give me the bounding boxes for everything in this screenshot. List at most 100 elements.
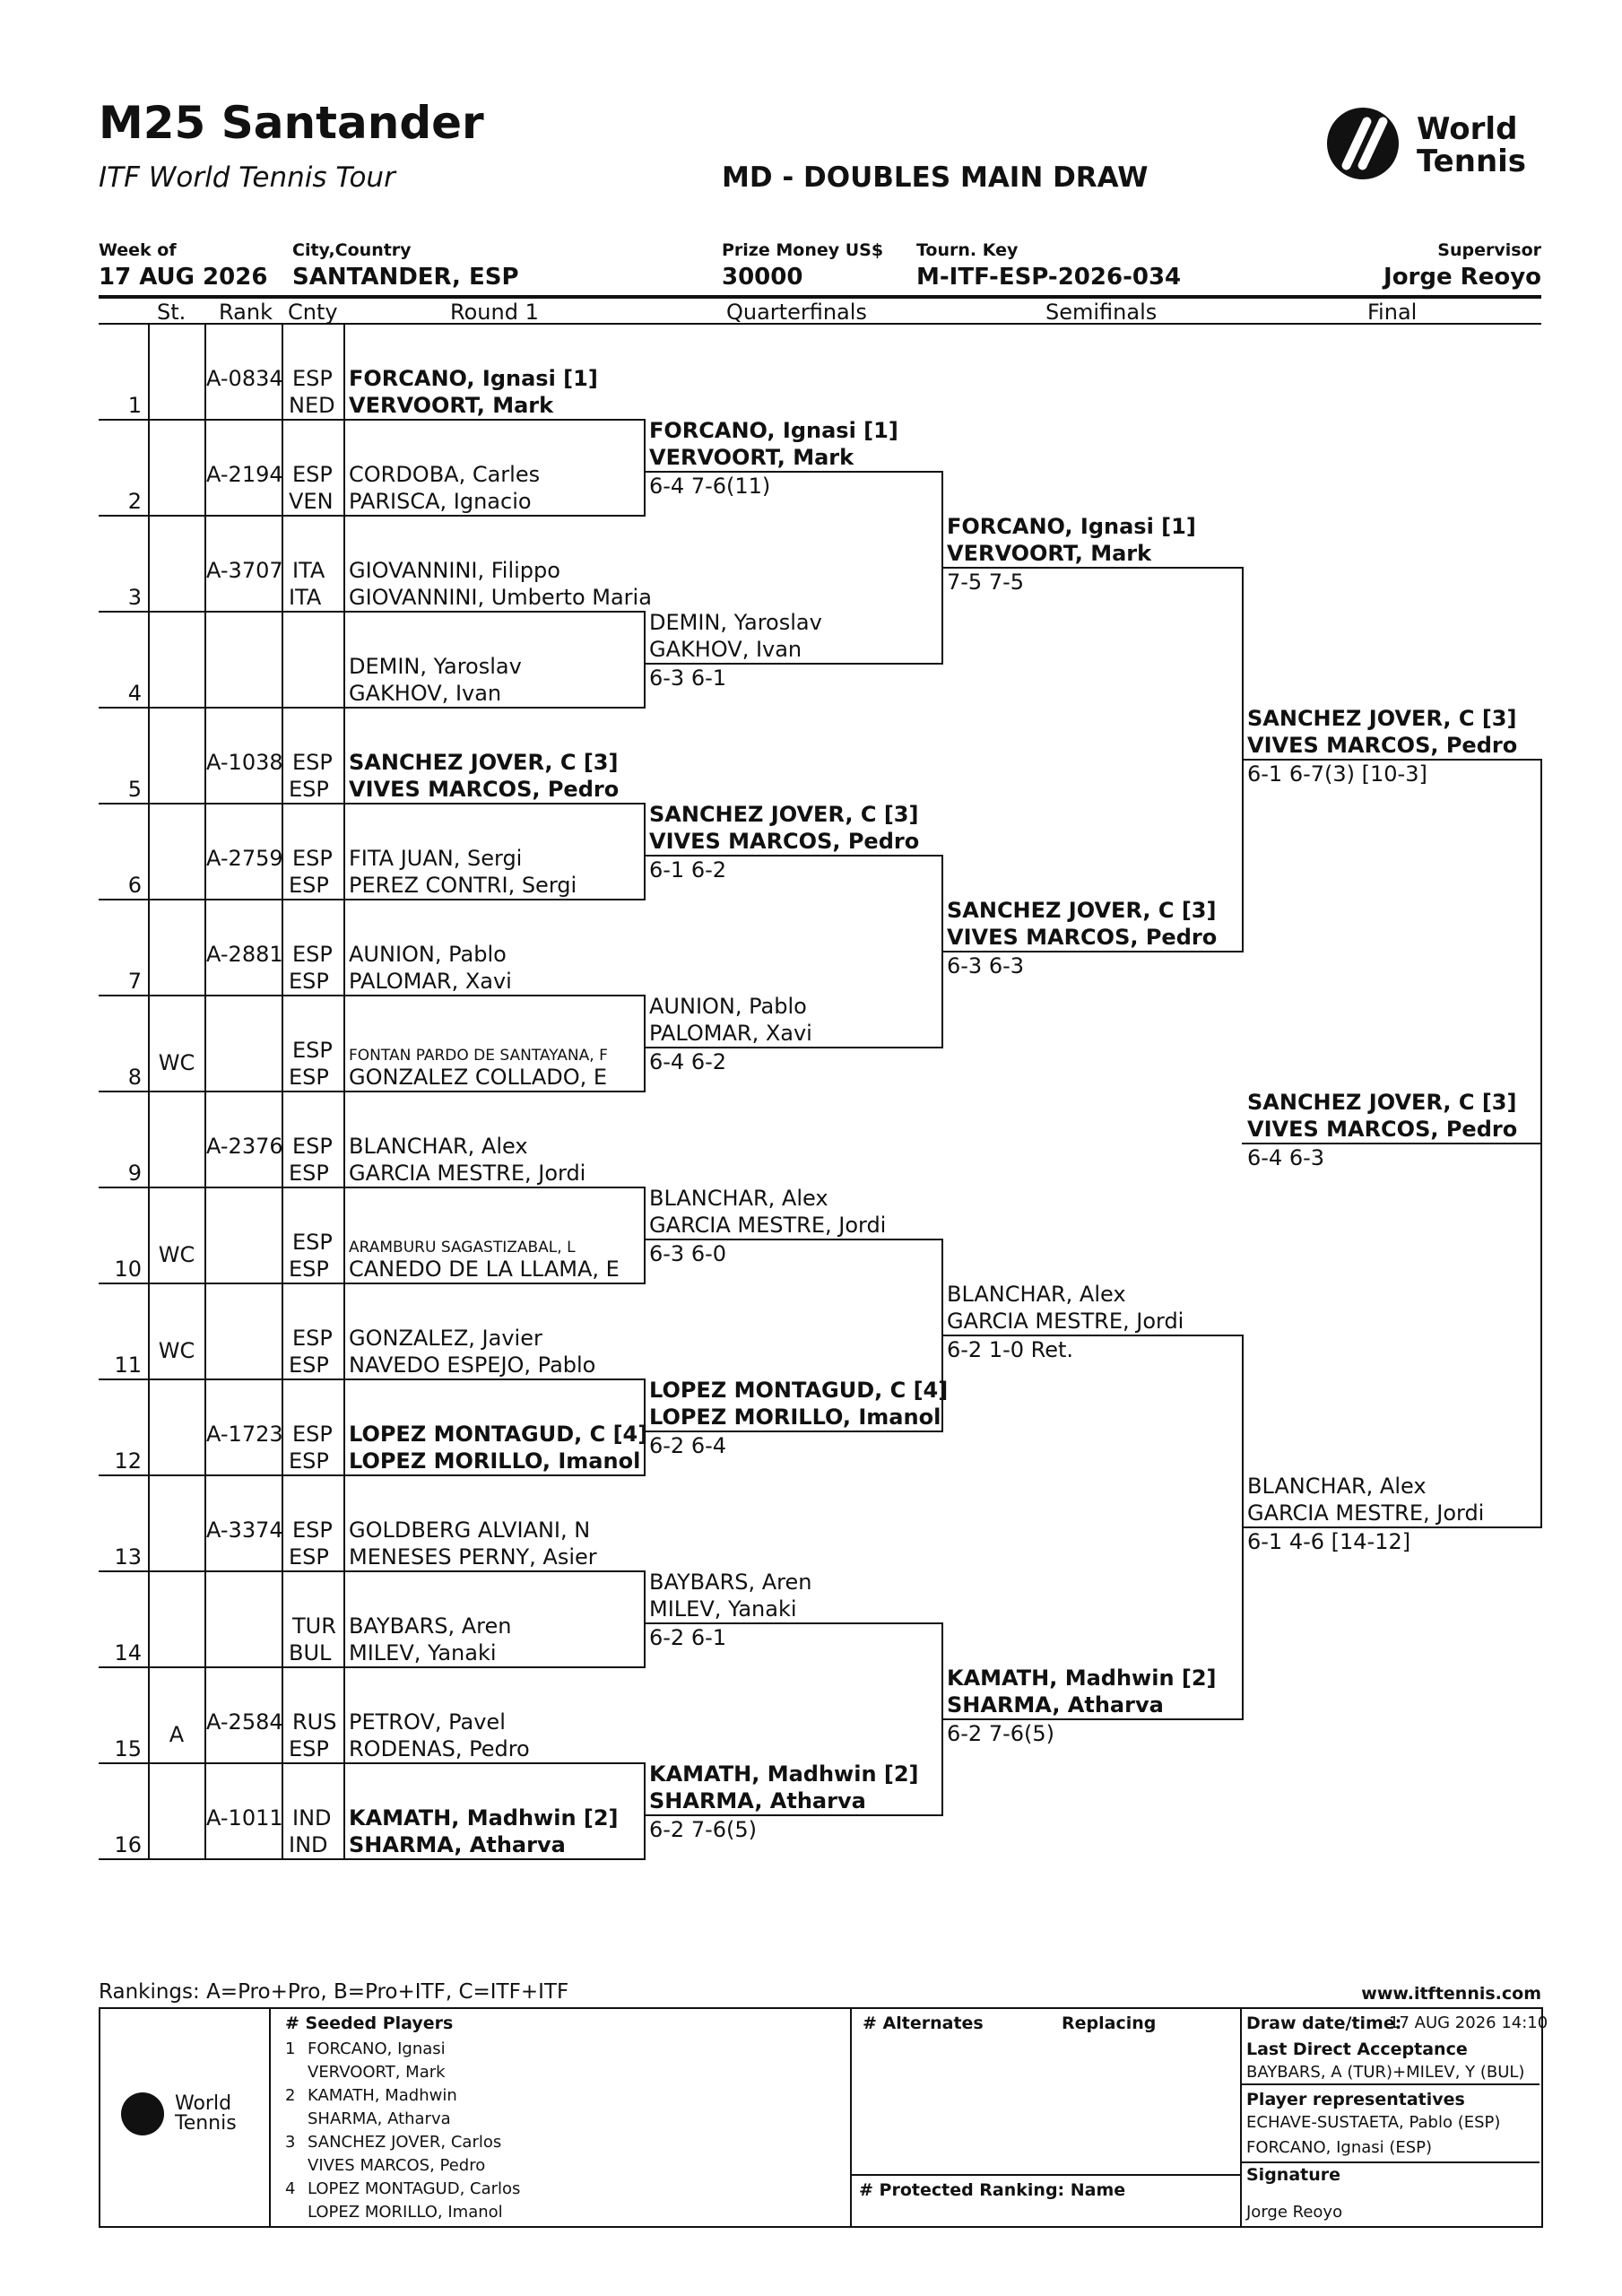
sf-score: 6-2 7-6(5) [947, 1721, 1055, 1746]
bracket-connector [644, 1762, 646, 1860]
final-line [1242, 1526, 1540, 1528]
entry-row-rule [99, 1666, 644, 1668]
entry-rank: A-2194 [206, 462, 283, 487]
col-round1: Round 1 [450, 300, 539, 325]
entry-player-2: CANEDO DE LA LLAMA, E [349, 1257, 620, 1282]
final-player-2: GARCIA MESTRE, Jordi [1247, 1500, 1485, 1526]
qf-line [644, 1622, 941, 1624]
entry-column-rule [204, 325, 206, 1860]
draw-date-value: 17 AUG 2026 14:10 [1389, 2013, 1548, 2032]
col-quarterfinals: Quarterfinals [726, 300, 867, 325]
entry-player-1: GOLDBERG ALVIANI, N [349, 1518, 591, 1543]
qf-player-2: SHARMA, Atharva [649, 1788, 866, 1813]
draw-position: 4 [127, 681, 142, 706]
bracket-connector [644, 419, 646, 517]
key-label: Tourn. Key [916, 240, 1019, 260]
entry-country-1: ESP [292, 942, 333, 967]
entry-country-1: ESP [292, 1518, 333, 1543]
entry-country-2: ESP [289, 1257, 329, 1282]
entry-country-2: BUL [289, 1640, 332, 1665]
winner-player-2: VIVES MARCOS, Pedro [1247, 1117, 1518, 1142]
supervisor-value: Jorge Reoyo [1383, 264, 1541, 291]
entry-player-2: GAKHOV, Ivan [349, 681, 502, 706]
entry-column-rule [148, 325, 150, 1860]
final-player-2: VIVES MARCOS, Pedro [1247, 733, 1518, 758]
entry-player-2: VIVES MARCOS, Pedro [349, 777, 620, 802]
lda-label: Last Direct Acceptance [1246, 2039, 1468, 2059]
col-st: St. [157, 300, 186, 325]
entry-country-1: RUS [292, 1709, 337, 1735]
qf-line [644, 471, 941, 473]
week-label: Week of [99, 240, 177, 260]
draw-position: 5 [127, 777, 142, 802]
sf-score: 6-3 6-3 [947, 953, 1025, 978]
city-value: SANTANDER, ESP [292, 264, 519, 291]
tennis-logo-icon [1327, 108, 1399, 179]
draw-position: 12 [114, 1448, 142, 1474]
qf-line [644, 1814, 941, 1816]
draw-position: 1 [127, 393, 142, 418]
col-semifinals: Semifinals [1045, 300, 1158, 325]
entry-player-1: DEMIN, Yaroslav [349, 654, 522, 679]
draw-position: 7 [127, 969, 142, 994]
qf-score: 6-4 6-2 [649, 1049, 727, 1074]
entry-country-2: ESP [289, 1736, 329, 1761]
replacing-header: Replacing [1062, 2013, 1157, 2033]
entry-row-rule [99, 419, 644, 421]
col-cnty: Cnty [288, 300, 338, 325]
supervisor-label: Supervisor [1437, 240, 1541, 260]
entry-country-1: ESP [292, 846, 333, 871]
entry-country-2: ESP [289, 777, 329, 802]
qf-player-1: AUNION, Pablo [649, 994, 807, 1019]
entry-player-1: BLANCHAR, Alex [349, 1134, 528, 1159]
entry-player-2: LOPEZ MORILLO, Imanol [349, 1448, 641, 1474]
footer-box [99, 2007, 1543, 2228]
entry-country-2: IND [289, 1832, 328, 1857]
prize-label: Prize Money US$ [722, 240, 884, 260]
seed-player-2: VIVES MARCOS, Pedro [308, 2156, 486, 2175]
qf-player-2: VERVOORT, Mark [649, 445, 854, 470]
draw-position: 11 [114, 1352, 142, 1378]
qf-player-1: BAYBARS, Aren [649, 1570, 812, 1595]
rankings-note: Rankings: A=Pro+Pro, B=Pro+ITF, C=ITF+IT… [99, 1980, 569, 2004]
entry-country-1: ESP [292, 1230, 333, 1255]
qf-line [644, 1047, 941, 1048]
draw-position: 2 [127, 489, 142, 514]
entry-country-2: ESP [289, 1544, 329, 1570]
bracket-connector [644, 1378, 646, 1476]
entry-row-rule [99, 1570, 644, 1572]
entry-player-1: LOPEZ MONTAGUD, C [4] [349, 1422, 648, 1447]
sf-player-1: FORCANO, Ignasi [1] [947, 514, 1196, 539]
sf-score: 6-2 1-0 Ret. [947, 1337, 1074, 1362]
signature-value: Jorge Reoyo [1246, 2203, 1343, 2222]
qf-player-2: PALOMAR, Xavi [649, 1021, 812, 1046]
entry-rank: A-0834 [206, 366, 283, 391]
sf-player-1: BLANCHAR, Alex [947, 1282, 1126, 1307]
draw-date-label: Draw date/time: [1246, 2013, 1402, 2033]
seed-player-1: SANCHEZ JOVER, Carlos [308, 2133, 502, 2152]
qf-player-2: MILEV, Yanaki [649, 1596, 797, 1622]
entry-player-2: GONZALEZ COLLADO, E [349, 1065, 608, 1090]
qf-score: 6-2 7-6(5) [649, 1817, 758, 1842]
entry-row-rule [99, 803, 644, 804]
tour-subtitle: ITF World Tennis Tour [99, 161, 395, 194]
sf-line [941, 951, 1242, 952]
qf-player-2: LOPEZ MORILLO, Imanol [649, 1405, 941, 1430]
seed-player-2: LOPEZ MORILLO, Imanol [308, 2203, 503, 2222]
entry-row-rule [99, 707, 644, 709]
draw-position: 14 [114, 1640, 142, 1665]
qf-score: 6-2 6-1 [649, 1625, 727, 1650]
sf-player-2: VIVES MARCOS, Pedro [947, 925, 1218, 950]
qf-player-1: KAMATH, Madhwin [2] [649, 1761, 919, 1787]
prize-value: 30000 [722, 264, 803, 291]
entry-column-rule [343, 325, 345, 1860]
world-tennis-logo: World Tennis [1327, 108, 1542, 179]
entry-country-1: ESP [292, 1038, 333, 1063]
entry-rank: A-2376 [206, 1134, 283, 1159]
entry-rank: A-2759 [206, 846, 283, 871]
entry-row-rule [99, 515, 644, 517]
entry-country-1: ESP [292, 366, 333, 391]
entry-status: WC [158, 1050, 195, 1075]
website: www.itftennis.com [1361, 1984, 1541, 2004]
entry-player-1: KAMATH, Madhwin [2] [349, 1805, 619, 1831]
